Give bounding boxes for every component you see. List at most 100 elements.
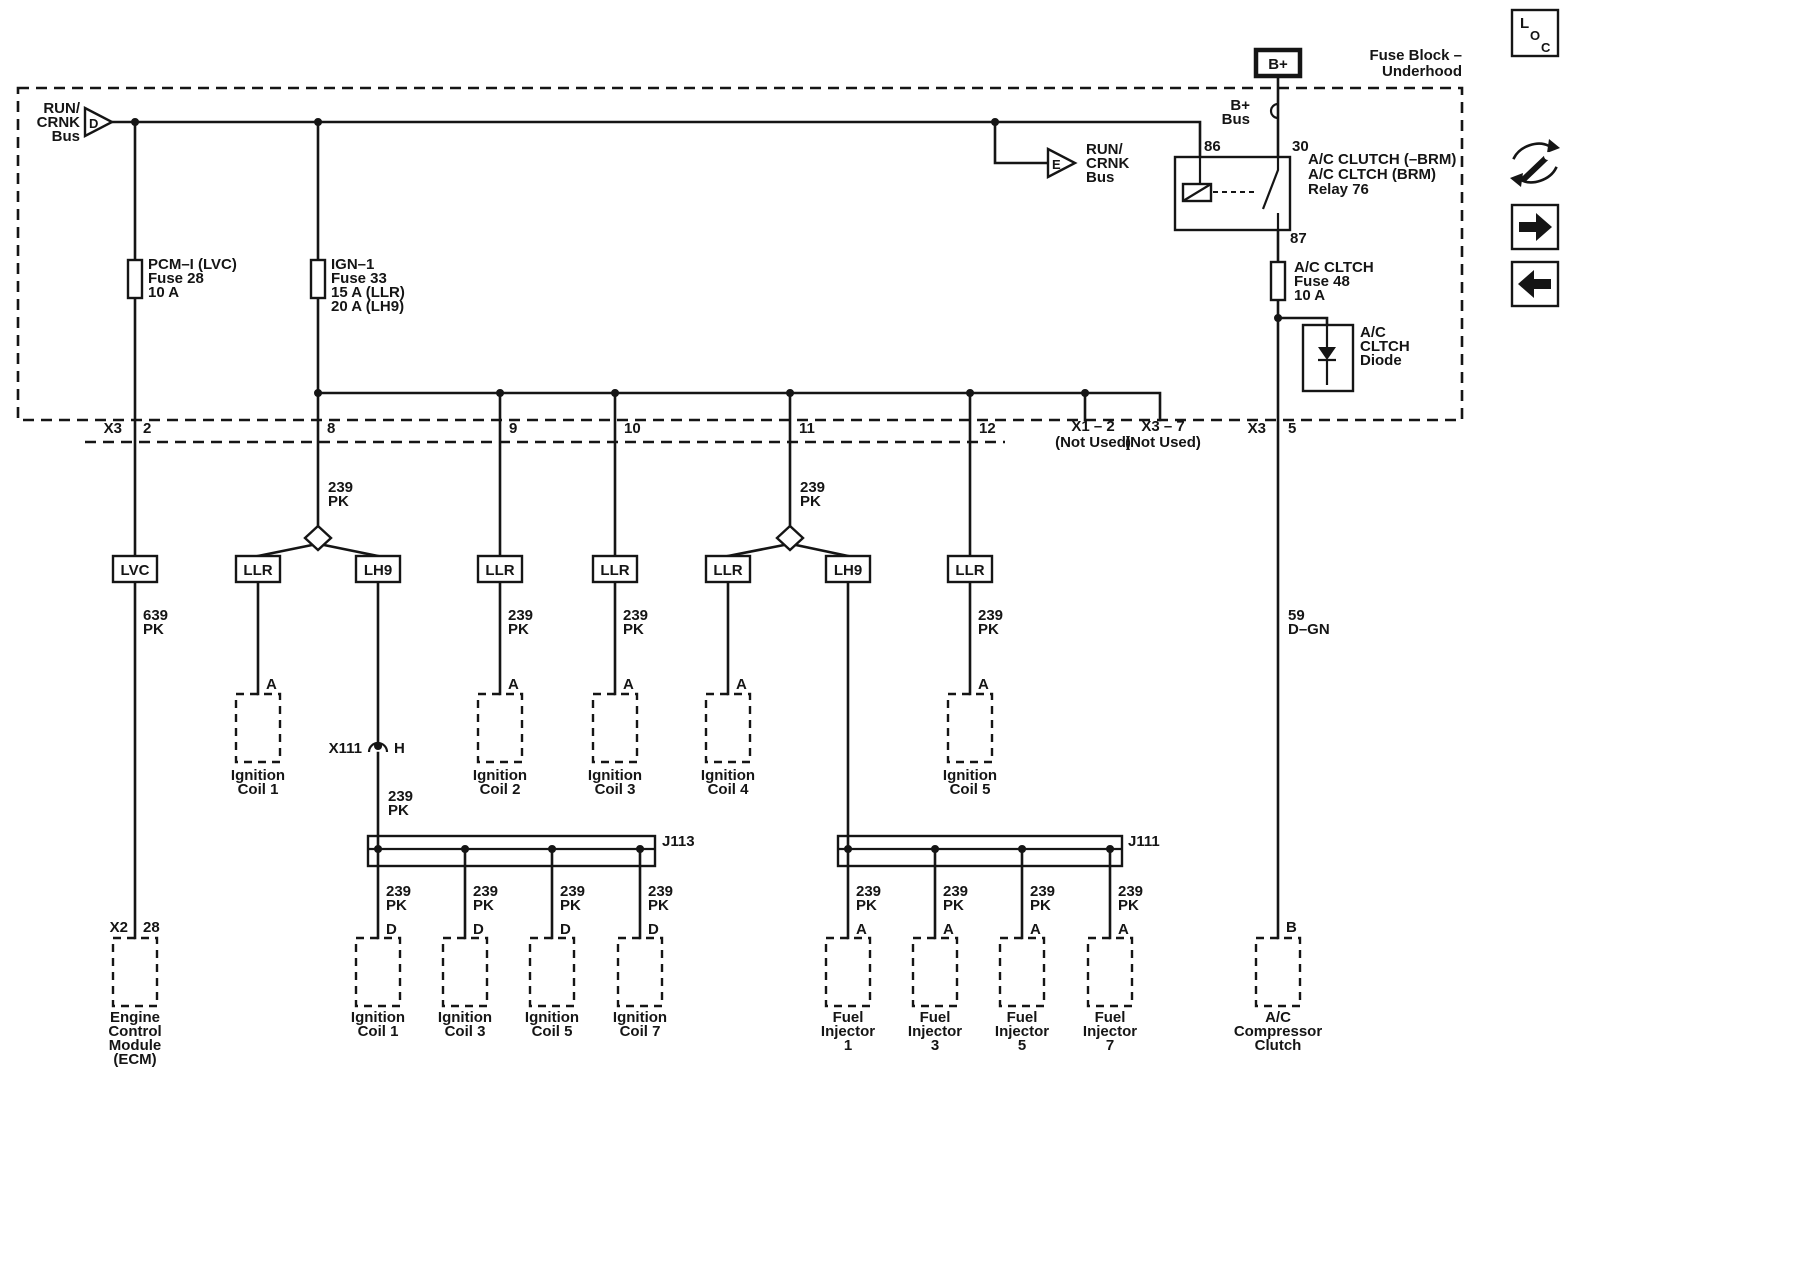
not-used-x3-7-line1: X3 – 7: [1141, 418, 1184, 435]
fuel-injector-7-box: [1086, 936, 1134, 1008]
pin-5: 5: [1288, 420, 1296, 437]
bus-d-label-2: CRNK: [37, 114, 80, 131]
inj5-label-1: Fuel: [1007, 1009, 1038, 1026]
wire-239-x111-1: 239: [388, 788, 413, 805]
tools-icon[interactable]: [1510, 139, 1560, 187]
relay-label-1: A/C CLUTCH (–BRM): [1308, 151, 1456, 168]
pin-a-coil3: A: [623, 676, 634, 693]
pin-a-inj5: A: [1030, 921, 1041, 938]
loc-button-frame[interactable]: [1510, 8, 1560, 58]
fuse-block-title-1: Fuse Block –: [1369, 47, 1462, 64]
coil3b-label-1: Ignition: [438, 1009, 492, 1026]
j113-body: [366, 834, 657, 868]
connector-x3-right: X3: [1248, 420, 1266, 437]
net-lh9-1: LH9: [364, 562, 392, 579]
wire-239-j113c-1: 239: [560, 883, 585, 900]
j111-body: [836, 834, 1124, 868]
bus-e-label-2: CRNK: [1086, 155, 1129, 172]
pin-d-coil3: D: [473, 921, 484, 938]
pin-10: 10: [624, 420, 641, 437]
relay-label-3: Relay 76: [1308, 181, 1369, 198]
wire-239-pin8-1: 239: [328, 479, 353, 496]
bus-d-label-3: Bus: [52, 128, 80, 145]
bus-e-triangle-icon: [1046, 147, 1078, 179]
splice-pack-j113: J113: [366, 833, 695, 868]
coil1b-label-2: Coil 1: [358, 1023, 399, 1040]
connector-x3-pins: X3 2 8 9 10 11 12 X1 – 2 (Not Used) X3 –…: [104, 418, 1297, 451]
fuse-ac-symbol: [1269, 260, 1287, 302]
wire-239-j113a-2: PK: [386, 897, 407, 914]
net-llr-3: LLR: [600, 562, 629, 579]
fuse-ac-label-3: 10 A: [1294, 287, 1325, 304]
loc-button[interactable]: L O C: [1510, 8, 1560, 58]
tools-arrowhead-top: [1547, 139, 1560, 153]
splice-diamond-pin8: [303, 524, 333, 552]
wire-239-j111d-1: 239: [1118, 883, 1143, 900]
diode-label-3: Diode: [1360, 352, 1402, 369]
bus-e-label-1: RUN/: [1086, 141, 1123, 158]
fuse-ign1-label-2: Fuse 33: [331, 270, 387, 287]
wire-239-j111a-1: 239: [856, 883, 881, 900]
ac-clutch-relay: 86 30 87 A/C CLUTCH (–BRM) A/C CLTCH (BR…: [1173, 138, 1456, 247]
relay-terminal-30: 30: [1292, 138, 1309, 155]
ecm-label-1: Engine: [110, 1009, 160, 1026]
bus-d-triangle-icon: [83, 106, 115, 138]
pin-d-coil7: D: [648, 921, 659, 938]
coil4-label-1: Ignition: [701, 767, 755, 784]
coil4-label-2: Coil 4: [708, 781, 749, 798]
net-box-lh9-1: [354, 554, 402, 584]
inj5-label-3: 5: [1018, 1037, 1026, 1054]
pin-2: 2: [143, 420, 151, 437]
pin-d-coil5: D: [560, 921, 571, 938]
pin-a-coil4: A: [736, 676, 747, 693]
wire-239-coil2-2: PK: [508, 621, 529, 638]
pin-a-coil2: A: [508, 676, 519, 693]
fuse-pcm-i: PCM–I (LVC) Fuse 28 10 A: [126, 256, 237, 301]
fuel-injector-3-box: [911, 936, 959, 1008]
net-box-lh9-2: [824, 554, 872, 584]
j113-label: J113: [662, 833, 695, 850]
ecm-pin-28: 28: [143, 919, 160, 936]
arrow-left-icon: [1518, 270, 1551, 298]
coil7-label-2: Coil 7: [620, 1023, 661, 1040]
tools-arrowhead-bottom: [1510, 173, 1523, 187]
arrow-right-icon: [1519, 213, 1552, 241]
fuse-pcm-label-2: Fuse 28: [148, 270, 204, 287]
wire-639-2: PK: [143, 621, 164, 638]
wire-239-j113d-1: 239: [648, 883, 673, 900]
ac-compressor-clutch-box: [1254, 936, 1302, 1008]
relay-internals: [1182, 157, 1280, 230]
component-pin-letters: A A A A A D D D D A A A A X2 28 B: [110, 676, 1297, 938]
relay-terminal-86: 86: [1204, 138, 1221, 155]
ecm-box: [111, 936, 159, 1008]
ac-clutch-label-2: Compressor: [1234, 1023, 1323, 1040]
coil1-label-1: Ignition: [231, 767, 285, 784]
tools-arrow-top: [1512, 142, 1551, 160]
ignition-coil-5b-box: [528, 936, 576, 1008]
ac-cltch-diode: A/C CLTCH Diode: [1301, 323, 1410, 393]
relay-terminal-87: 87: [1290, 230, 1307, 247]
inj7-label-1: Fuel: [1095, 1009, 1126, 1026]
diode-label-1: A/C: [1360, 324, 1386, 341]
coil2-label-1: Ignition: [473, 767, 527, 784]
net-llr-4: LLR: [713, 562, 742, 579]
fuse-ign1-label-1: IGN–1: [331, 256, 374, 273]
net-box-llr-2: [476, 554, 524, 584]
wire-239-j111b-1: 239: [943, 883, 968, 900]
fuse-pcm-symbol: [126, 258, 144, 300]
wire-239-pin11-2: PK: [800, 493, 821, 510]
coil1b-label-1: Ignition: [351, 1009, 405, 1026]
back-button[interactable]: [1510, 260, 1560, 308]
inj3-label-1: Fuel: [920, 1009, 951, 1026]
wire-59-2: D–GN: [1288, 621, 1330, 638]
wire-239-j113c-2: PK: [560, 897, 581, 914]
forward-button[interactable]: [1510, 203, 1560, 251]
wire-239-j111c-1: 239: [1030, 883, 1055, 900]
ignition-coil-1-box: [234, 692, 282, 764]
pin-12: 12: [979, 420, 996, 437]
inj3-label-3: 3: [931, 1037, 939, 1054]
pin-a-coil5: A: [978, 676, 989, 693]
inline-connector-x111: X111 H: [329, 740, 405, 757]
wiring: [110, 74, 1329, 940]
